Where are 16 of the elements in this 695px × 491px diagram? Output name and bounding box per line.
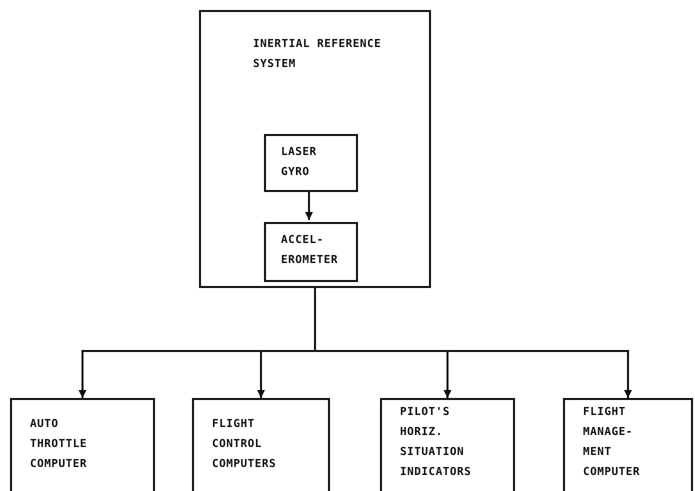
component-box (264, 134, 358, 192)
output-box (380, 398, 515, 491)
component-box (264, 222, 358, 282)
node-label: AUTO THROTTLE COMPUTER (30, 416, 88, 472)
output-box (10, 398, 155, 491)
arrow (305, 190, 313, 220)
node-label: PILOT'S HORIZ. SITUATION INDICATORS (400, 404, 472, 480)
node-label: ACCEL- EROMETER (281, 232, 339, 268)
system-box (199, 10, 431, 288)
node-label: FLIGHT CONTROL COMPUTERS (212, 416, 278, 472)
node-label: INERTIAL REFERENCE SYSTEM (253, 36, 382, 72)
output-box (192, 398, 330, 491)
node-label: FLIGHT MANAGE- MENT COMPUTER (583, 404, 641, 480)
arrow (314, 288, 632, 398)
node-label: LASER GYRO (281, 144, 318, 180)
output-box (563, 398, 693, 491)
